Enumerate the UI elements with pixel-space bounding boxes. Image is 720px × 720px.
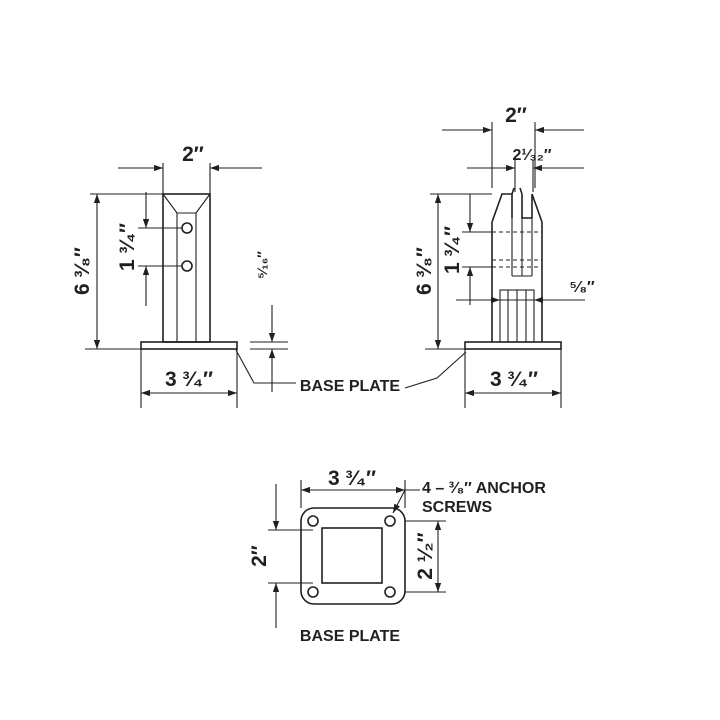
plan-right-spacing-label: 2 ¹⁄₂″	[414, 532, 437, 579]
front-view: 2″ 6 ³⁄₈″ 1 ³⁄₄″ ⁵⁄₁₆″ 3 ³⁄₄″	[71, 143, 296, 408]
anchor-label-line1: 4 – ³⁄₈″ ANCHOR	[422, 480, 546, 497]
side-plate-width-label: 3 ³⁄₄″	[490, 368, 538, 391]
plan-view: 3 ³⁄₄″ 4 – ³⁄₈″ ANCHOR SCREWS 2″ 2 ¹⁄₂″ …	[248, 467, 546, 645]
anchor-hole-top-right	[384, 515, 396, 527]
side-slot-label: 2¹⁄₃₂″	[512, 147, 551, 164]
anchor-hole-bottom-right	[384, 586, 396, 598]
side-post	[491, 187, 543, 343]
side-upper-label: 1 ³⁄₄″	[441, 226, 464, 274]
plan-left-spacing-label: 2″	[248, 545, 271, 567]
side-view: 2″ 2¹⁄₃₂″ 6 ³⁄₈″ 1 ³⁄₄″ ⁵⁄₈″ 3 ³⁄₄″	[404, 104, 595, 408]
front-post	[162, 193, 211, 343]
plan-post-outline	[321, 527, 383, 584]
side-offset-label: ⁵⁄₈″	[569, 279, 595, 296]
plan-base-plate	[300, 507, 406, 605]
front-base-leader	[235, 349, 296, 384]
front-base-plate	[140, 341, 238, 350]
front-width-label: 2″	[182, 143, 204, 166]
front-hole-lower	[181, 260, 193, 272]
side-base-leader	[404, 351, 467, 389]
plan-caption: BASE PLATE	[300, 628, 400, 645]
side-base-plate	[464, 341, 562, 350]
front-height-label: 6 ³⁄₈″	[71, 247, 94, 295]
base-plate-label: BASE PLATE	[300, 378, 400, 395]
front-plate-width-label: 3 ³⁄₄″	[165, 368, 213, 391]
anchor-leader	[392, 489, 420, 514]
anchor-label-line2: SCREWS	[422, 499, 493, 516]
front-hole-upper	[181, 222, 193, 234]
side-height-label: 6 ³⁄₈″	[413, 247, 436, 295]
side-width-label: 2″	[505, 104, 527, 127]
anchor-hole-top-left	[307, 515, 319, 527]
plan-width-label: 3 ³⁄₄″	[328, 467, 376, 490]
front-hole-spacing-label: 1 ³⁄₄″	[116, 223, 139, 271]
anchor-hole-bottom-left	[307, 586, 319, 598]
front-thickness-label: ⁵⁄₁₆″	[254, 251, 270, 279]
